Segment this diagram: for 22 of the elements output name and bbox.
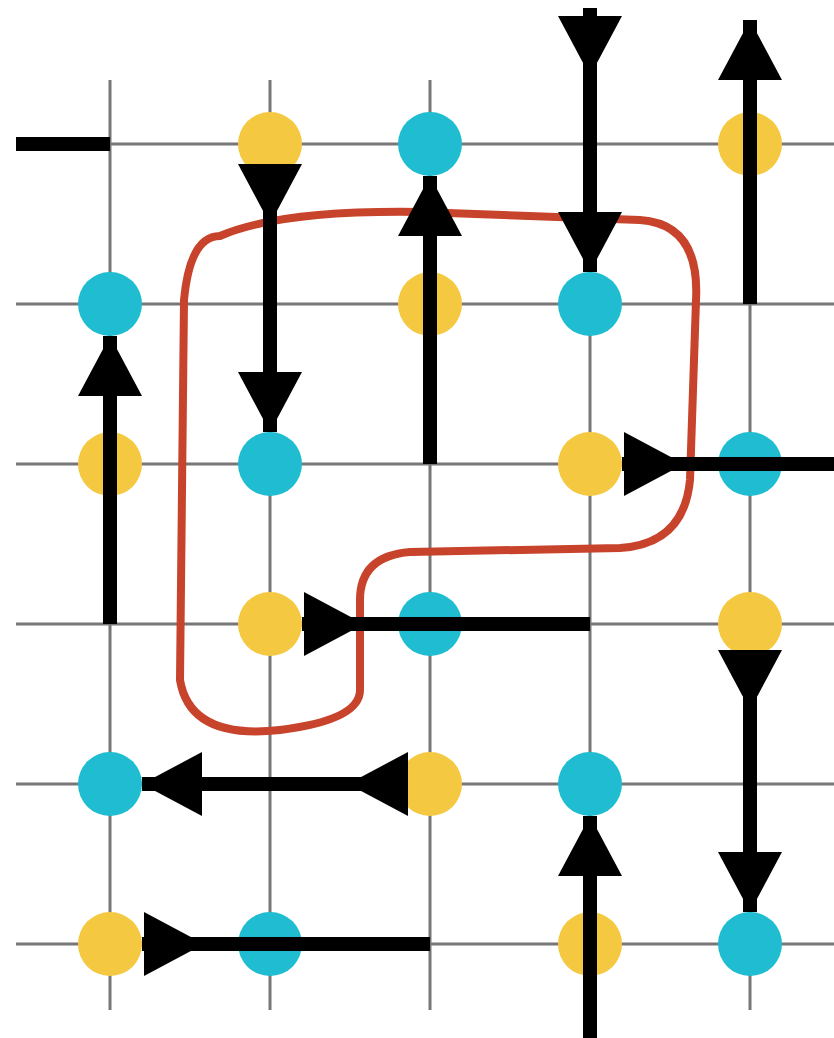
grid-dot: [238, 592, 302, 656]
grid-dot: [718, 592, 782, 656]
arrow: [238, 164, 302, 432]
arrow: [302, 592, 364, 656]
grid-dot: [398, 112, 462, 176]
arrow: [142, 912, 204, 976]
arrow: [558, 816, 622, 1038]
arrow: [718, 20, 782, 112]
grid-dot: [558, 272, 622, 336]
arrow: [622, 432, 684, 496]
grid-dot: [78, 752, 142, 816]
grid-dot: [718, 912, 782, 976]
arrow: [558, 8, 622, 272]
arrow: [398, 176, 462, 464]
arrow: [78, 336, 142, 624]
arrow: [142, 752, 408, 816]
arrow: [718, 650, 782, 912]
grid-dot: [558, 752, 622, 816]
grid-dot: [238, 432, 302, 496]
grid-dot: [78, 912, 142, 976]
grid-dot: [558, 432, 622, 496]
grid-dot: [78, 272, 142, 336]
